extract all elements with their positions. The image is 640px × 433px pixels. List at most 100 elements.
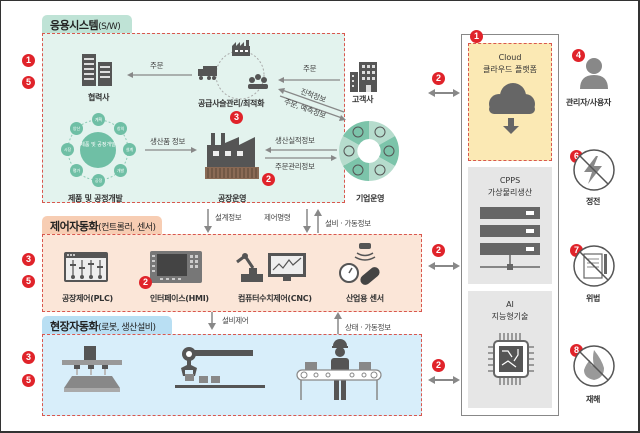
hmi-icon: [150, 251, 202, 283]
cloud-title-kr: 클라우드 플랫폼: [482, 65, 538, 74]
threat-label-violation: 위법: [586, 294, 601, 303]
section-subtitle-control: (컨트롤러, 센서): [98, 223, 156, 233]
section-tab-app: 응용시스템(S/W): [42, 15, 132, 33]
plc-icon: [64, 252, 108, 282]
scm-cluster-icon: [198, 40, 268, 100]
cycle-node: 개발: [114, 164, 127, 177]
arrow-label-design-info: 설계정보: [215, 213, 242, 222]
arrow-order-to-partner: [127, 72, 192, 78]
cloud-download-icon: [489, 83, 535, 134]
no-power-icon: [573, 149, 615, 191]
badge: 2: [432, 72, 445, 85]
badge: 5: [22, 76, 35, 89]
bidirectional-arrow-control: [428, 262, 460, 270]
badge: 3: [230, 111, 243, 124]
customer-building-icon: [350, 62, 377, 92]
cpps-title-en: CPPS: [499, 176, 521, 185]
building-icon: [82, 54, 112, 86]
arrow-label-order-mgmt: 주문관리정보: [275, 162, 315, 171]
product-cycle: 제품 및 공정개발 계획 창의 설계 개발 공정 평가 시장 양산: [58, 112, 138, 190]
no-fire-icon: [573, 345, 615, 387]
enterprise-ops-ring: [338, 120, 400, 181]
robot-arm-icon: [236, 253, 263, 282]
node-label-hmi: 인터페이스(HMI): [150, 294, 209, 303]
badge: 2: [432, 359, 445, 372]
arrow-design-info: [204, 209, 212, 233]
ai-panel: AI 지능형기술: [468, 291, 552, 408]
user-icon: [580, 58, 608, 89]
sensor-icon: [339, 243, 380, 285]
badge: 3: [22, 253, 35, 266]
monitor-chart-icon: [268, 253, 306, 281]
cycle-node: 공정: [92, 174, 105, 187]
node-label-factory-ops: 공장운영: [218, 194, 247, 203]
section-subtitle-field: (로봇, 생산설비): [98, 323, 156, 333]
badge: 1: [22, 54, 35, 67]
section-title-app: 응용시스템: [50, 19, 99, 32]
arrow-equip-control: [208, 312, 216, 330]
ai-chip-icon: [488, 333, 534, 385]
badge: 2: [432, 244, 445, 257]
arrow-label-equip-control: 설비제어: [222, 316, 249, 325]
ai-title-en: AI: [506, 300, 514, 309]
cycle-node: 시장: [61, 143, 74, 156]
bidirectional-arrow-app: [428, 89, 460, 97]
arrow-label-order-customer: 주문: [303, 64, 317, 73]
arrow-label-product-info: 생산품 정보: [150, 137, 186, 146]
node-label-product-dev: 제품 및 공정개발: [68, 194, 123, 203]
badge: 1: [470, 30, 483, 43]
arrow-production-orders: [265, 147, 337, 161]
people-icon: [248, 74, 268, 89]
section-subtitle-app: (S/W): [98, 22, 121, 32]
factory-icon: [205, 133, 259, 179]
cpps-panel: CPPS 가상물리생산: [468, 167, 552, 284]
badge: 2: [262, 173, 275, 186]
node-label-plc: 공장제어(PLC): [62, 294, 113, 303]
arrow-product-info: [145, 147, 197, 153]
cycle-node: 설계: [123, 143, 136, 156]
bidirectional-arrow-field: [428, 376, 460, 384]
badge: 4: [572, 49, 585, 62]
badge: 5: [22, 275, 35, 288]
node-label-customer: 고객사: [352, 95, 374, 104]
threat-label-disaster: 재해: [586, 395, 601, 404]
worker-conveyor-icon: [296, 339, 382, 400]
section-title-field: 현장자동화: [50, 320, 99, 333]
cloud-platform-panel: Cloud 클라우드 플랫폼: [468, 43, 552, 161]
small-factory-icon: [232, 40, 250, 56]
badge: 3: [22, 351, 35, 364]
cycle-center: 제품 및 공정개발: [80, 132, 116, 168]
ai-title-kr: 지능형기술: [491, 312, 529, 321]
node-label-partner: 협력사: [88, 93, 110, 102]
arrow-progress-forecast: [278, 88, 346, 121]
arrow-label-production-result: 생산실적정보: [275, 136, 315, 145]
arrow-order-from-customer: [278, 77, 340, 83]
arrow-label-order: 주문: [150, 61, 164, 70]
threat-label-user: 관리자/사용자: [566, 98, 611, 107]
section-title-control: 제어자동화: [50, 220, 99, 233]
cloud-title-en: Cloud: [498, 53, 522, 62]
server-rack-icon: [480, 207, 540, 270]
section-tab-control: 제어자동화(컨트롤러, 센서): [42, 216, 162, 234]
node-label-cnc: 컴퓨터수치제어(CNC): [238, 294, 312, 303]
arrow-label-equip-status: 설비 · 가동정보: [325, 219, 371, 228]
badge: 5: [22, 374, 35, 387]
cycle-node: 창의: [114, 122, 127, 135]
node-label-sensor: 산업용 센서: [346, 294, 384, 303]
node-label-scm: 공급사슬관리/최적화: [198, 99, 265, 108]
badge: 2: [139, 276, 152, 289]
cycle-node: 계획: [92, 113, 105, 126]
node-label-enterprise-ops: 기업운영: [356, 194, 385, 203]
no-document-icon: [573, 245, 615, 287]
arrow-control-cmd: [303, 209, 311, 233]
arrow-status-info: [334, 312, 342, 334]
press-machine-icon: [62, 346, 122, 392]
arrow-label-control-cmd: 제어명령: [264, 213, 291, 222]
cycle-node: 양산: [70, 122, 83, 135]
cpps-title-kr: 가상물리생산: [487, 188, 533, 197]
robot-arm-gripper-icon: [175, 347, 265, 388]
cnc-icon: [236, 253, 306, 282]
arrow-label-status-info: 상태 · 가동정보: [345, 323, 391, 332]
threat-label-outage: 정전: [586, 197, 601, 206]
